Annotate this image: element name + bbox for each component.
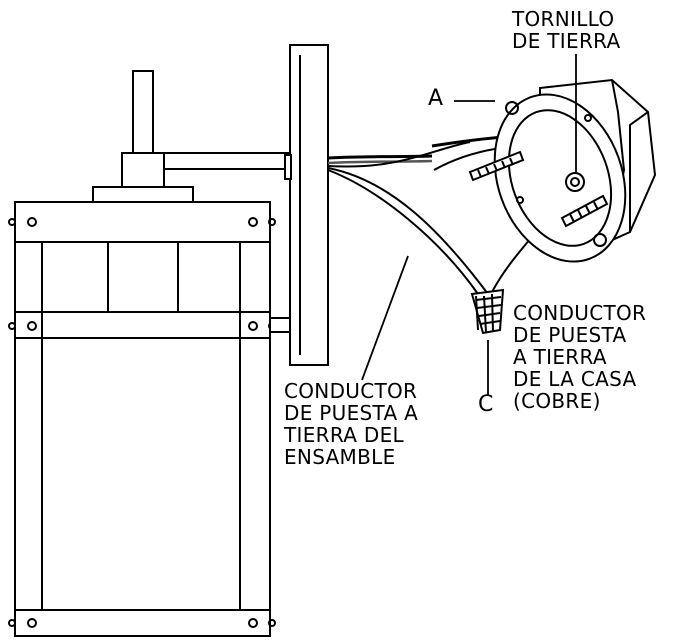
- lower-arm: [269, 317, 291, 333]
- label-line: CONDUCTOR: [284, 379, 418, 403]
- lamp-socket: [107, 241, 179, 313]
- lantern-cap: [92, 186, 194, 203]
- label-line: DE PUESTA A: [284, 401, 419, 425]
- junction-box: [468, 78, 657, 263]
- arm-collar: [121, 152, 165, 188]
- label-a: A: [428, 86, 444, 111]
- label-line: (COBRE): [513, 389, 601, 413]
- label-line: ENSAMBLE: [284, 445, 396, 469]
- wire-nut: [470, 288, 505, 335]
- lantern-fixture: [8, 70, 291, 637]
- label-assembly-ground: CONDUCTOR DE PUESTA A TIERRA DEL ENSAMBL…: [284, 380, 418, 468]
- frame-bottom-bar: [14, 609, 271, 637]
- threaded-stud-lower: [560, 194, 609, 228]
- label-line: DE LA CASA: [513, 367, 637, 391]
- label-line: DE PUESTA: [513, 323, 627, 347]
- label-line: TIERRA DEL: [284, 423, 404, 447]
- label-house-ground: CONDUCTOR DE PUESTA A TIERRA DE LA CASA …: [513, 302, 646, 412]
- frame-top-bar: [14, 201, 271, 243]
- label-line: DE TIERRA: [512, 29, 621, 53]
- label-line: CONDUCTOR: [513, 301, 647, 325]
- threaded-stud-upper: [468, 150, 525, 182]
- label-line: TORNILLO: [512, 7, 615, 31]
- label-c: C: [478, 392, 494, 417]
- label-line: A TIERRA: [513, 345, 607, 369]
- ground-screw-icon: [565, 172, 585, 192]
- leader-lines: [361, 54, 577, 396]
- label-ground-screw: TORNILLO DE TIERRA: [512, 8, 621, 52]
- backplate: [284, 44, 329, 366]
